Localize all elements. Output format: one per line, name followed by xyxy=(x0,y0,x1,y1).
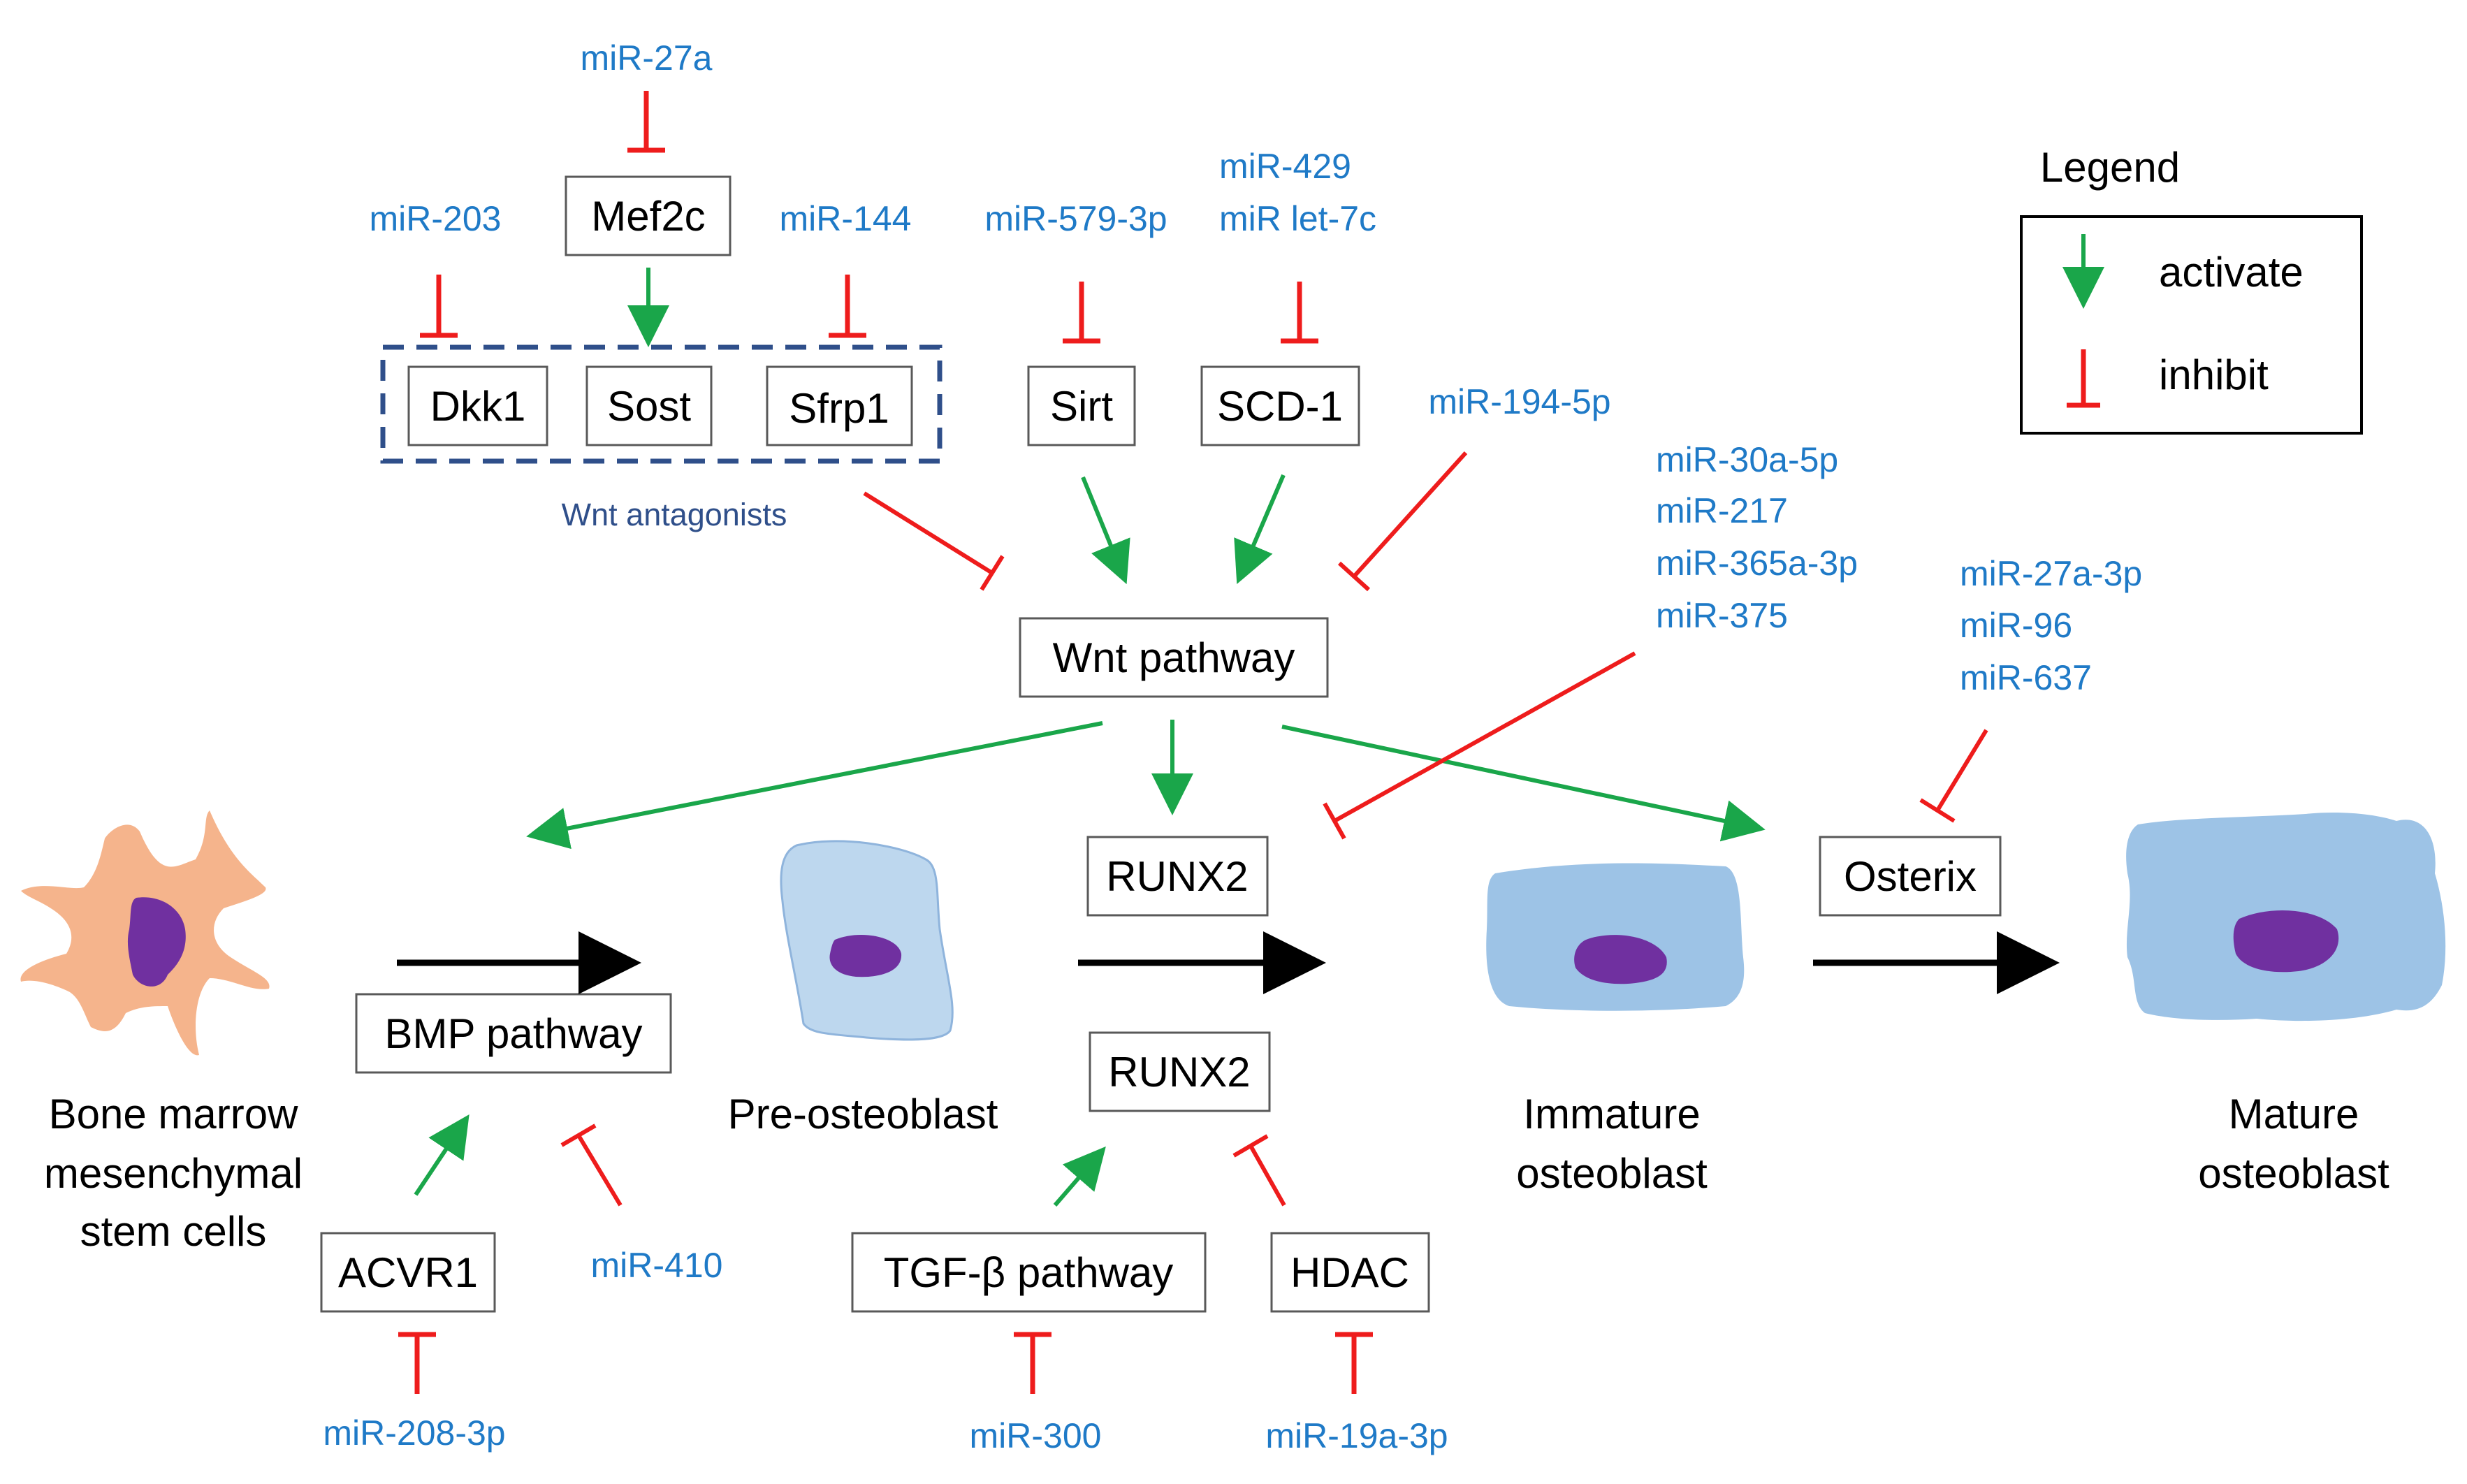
runx2-bottom-label: RUNX2 xyxy=(1108,1049,1250,1096)
sfrp1-label: Sfrp1 xyxy=(789,385,889,432)
sirt-label: Sirt xyxy=(1050,383,1113,430)
bmsc-label-line1: Bone marrow xyxy=(49,1091,298,1137)
tgfb-pathway-box: TGF-β pathway xyxy=(851,1232,1207,1313)
dkk1-box: Dkk1 xyxy=(407,365,548,446)
mir-637-label: miR-637 xyxy=(1960,658,2092,697)
inhibit-antagonists-wnt xyxy=(863,491,1005,591)
inhibit-mir300-tgfb xyxy=(1014,1332,1051,1394)
wnt-pathway-label: Wnt pathway xyxy=(1053,634,1295,681)
sost-box: Sost xyxy=(585,365,713,446)
runx2-top-label: RUNX2 xyxy=(1106,853,1248,900)
scd1-label: SCD-1 xyxy=(1217,383,1343,430)
mir-375-label: miR-375 xyxy=(1656,596,1788,635)
inhibit-mir144-sfrp1 xyxy=(829,275,866,338)
mir-194-5p-label: miR-194-5p xyxy=(1428,382,1610,421)
mir-144-label: miR-144 xyxy=(780,199,912,238)
inhibit-mir429-scd1 xyxy=(1281,282,1318,344)
sfrp1-box: Sfrp1 xyxy=(766,365,913,446)
mir-579-3p-label: miR-579-3p xyxy=(984,199,1167,238)
immature-osteoblast-cell-illustration xyxy=(1486,863,1745,1011)
mir-19a-3p-label: miR-19a-3p xyxy=(1265,1416,1448,1455)
arrow-scd1-activates-wnt xyxy=(1234,474,1286,585)
inhibit-mir194-wnt xyxy=(1337,451,1468,592)
hdac-label: HDAC xyxy=(1290,1249,1409,1296)
inhibit-mir19a-hdac xyxy=(1335,1332,1373,1394)
legend-activate-label: activate xyxy=(2159,249,2304,296)
acvr1-box: ACVR1 xyxy=(320,1232,496,1313)
arrow-wnt-activates-osterix xyxy=(1281,725,1766,842)
inhibit-mir27a-mef2c xyxy=(627,91,665,153)
inhibit-hdac-runx2 xyxy=(1232,1134,1286,1207)
mir-96-label: miR-96 xyxy=(1960,606,2072,645)
osterix-box: Osterix xyxy=(1819,836,2002,917)
legend-title: Legend xyxy=(2040,144,2180,191)
bmsc-label-line3: stem cells xyxy=(80,1208,267,1255)
inhibit-mir410-bmp xyxy=(560,1123,623,1207)
arrow-tgfb-activates-runx2 xyxy=(1053,1146,1106,1207)
inhibit-mir203-dkk1 xyxy=(420,275,458,338)
mature-osteoblast-cell-illustration xyxy=(2126,813,2446,1021)
bmsc-label-line2: mesenchymal xyxy=(44,1150,303,1197)
mature-osteoblast-label-line2: osteoblast xyxy=(2198,1150,2389,1197)
sost-label: Sost xyxy=(607,383,691,430)
wnt-antagonists-group xyxy=(380,344,943,464)
inhibit-mir208-acvr1 xyxy=(398,1332,436,1394)
mir-300-label: miR-300 xyxy=(970,1416,1102,1455)
runx2-bottom-box: RUNX2 xyxy=(1089,1031,1271,1112)
bmp-pathway-box: BMP pathway xyxy=(355,993,672,1074)
legend-inhibit-bar-icon xyxy=(2067,349,2100,408)
pre-osteoblast-cell-illustration xyxy=(780,840,954,1041)
immature-osteoblast-label-line2: osteoblast xyxy=(1516,1150,1708,1197)
mir-365a-3p-label: miR-365a-3p xyxy=(1656,544,1858,583)
acvr1-label: ACVR1 xyxy=(338,1249,478,1296)
inhibit-mir579-sirt xyxy=(1063,282,1100,344)
tgfb-pathway-label: TGF-β pathway xyxy=(884,1249,1174,1296)
scd1-box: SCD-1 xyxy=(1200,365,1360,446)
mir-208-3p-label: miR-208-3p xyxy=(323,1413,505,1453)
osterix-label: Osterix xyxy=(1844,853,1977,900)
inhibit-mir27a3p-osterix xyxy=(1919,729,1988,823)
mir-27a-3p-label: miR-27a-3p xyxy=(1960,554,2142,593)
mir-410-label: miR-410 xyxy=(591,1246,723,1285)
runx2-top-box: RUNX2 xyxy=(1086,836,1269,917)
mir-27a-label: miR-27a xyxy=(581,38,713,78)
legend-box xyxy=(2020,215,2363,435)
mef2c-label: Mef2c xyxy=(591,193,705,240)
mir-let-7c-label: miR let-7c xyxy=(1219,199,1376,238)
wnt-pathway-box: Wnt pathway xyxy=(1019,617,1329,698)
arrow-wnt-activates-bmsc xyxy=(526,721,1103,850)
bmp-pathway-label: BMP pathway xyxy=(384,1010,642,1057)
mir-429-label: miR-429 xyxy=(1219,147,1351,186)
mef2c-box: Mef2c xyxy=(565,175,732,256)
mature-osteoblast-label-line1: Mature xyxy=(2229,1091,2359,1137)
mir-203-label: miR-203 xyxy=(370,199,502,238)
hdac-box: HDAC xyxy=(1270,1232,1430,1313)
arrow-sirt-activates-wnt xyxy=(1081,476,1130,585)
dkk1-label: Dkk1 xyxy=(430,383,526,430)
inhibit-mir-group-runx2 xyxy=(1323,651,1636,840)
wnt-antagonists-caption: Wnt antagonists xyxy=(562,497,787,532)
pre-osteoblast-label: Pre-osteoblast xyxy=(728,1091,998,1137)
sirt-box: Sirt xyxy=(1027,365,1136,446)
mir-217-label: miR-217 xyxy=(1656,491,1788,530)
mir-30a-5p-label: miR-30a-5p xyxy=(1656,440,1838,479)
bmsc-cell-illustration xyxy=(20,810,270,1056)
legend-inhibit-label: inhibit xyxy=(2159,351,2269,398)
immature-osteoblast-label-line1: Immature xyxy=(1523,1091,1700,1137)
arrow-acvr1-activates-bmp xyxy=(414,1114,470,1196)
